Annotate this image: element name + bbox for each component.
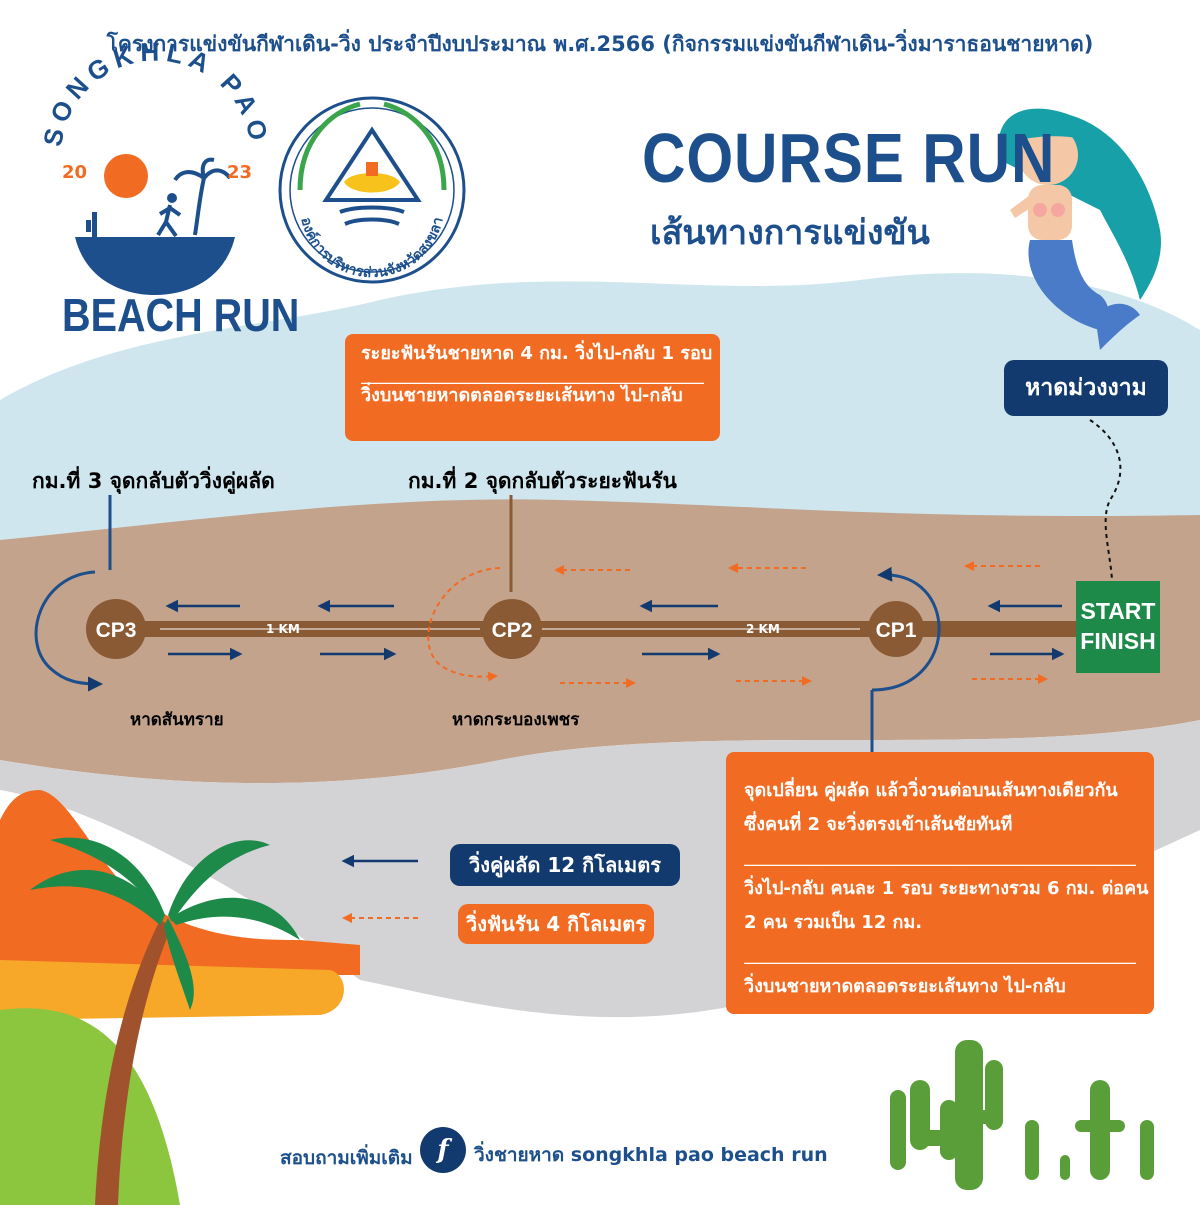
cp2-uturn [427,567,501,682]
relay-line-2: ซึ่งคนที่ 2 จะวิ่งตรงเข้าเส้นชัยทันที [744,814,1013,835]
fun-run-line-2: วิ่งบนชายหาดตลอดระยะเส้นทาง ไป-กลับ [361,385,683,406]
logo-year-left: 20 [62,162,88,183]
mermaid-icon [998,108,1161,350]
relay-line-5: วิ่งบนชายหาดตลอดระยะเส้นทาง ไป-กลับ [744,976,1066,997]
sand-band [0,499,1200,784]
checkpoint-cp1: CP1 [868,601,924,657]
relay-info-box: จุดเปลี่ยน คู่ผลัด แล้ววิ่งวนต่อบนเส้นทา… [726,752,1154,1014]
palm-trunk [95,920,172,1205]
fun-run-info-box: ระยะฟันรันชายหาด 4 กม. วิ่งไป-กลับ 1 รอบ… [345,334,720,441]
logo-year-right: 23 [227,162,253,183]
facebook-icon[interactable]: f [420,1127,466,1173]
turn-label-km2: กม.ที่ 2 จุดกลับตัวระยะฟันรัน [408,469,677,493]
logo-beach-run: BEACH RUN [62,289,300,341]
turn-label-km3: กม.ที่ 3 จุดกลับตัววิ่งคู่ผลัด [32,469,275,493]
event-logo-icon [75,154,235,295]
checkpoint-cp2: CP2 [482,599,542,659]
segment-label-2km: 2 KM [746,622,780,636]
direction-arrows [165,561,1065,688]
fun-run-line-1: ระยะฟันรันชายหาด 4 กม. วิ่งไป-กลับ 1 รอบ [361,343,713,364]
hill-yellow [0,960,344,1020]
mermaid-link [1089,419,1122,581]
relay-line-1: จุดเปลี่ยน คู่ผลัด แล้ววิ่งวนต่อบนเส้นทา… [744,780,1118,801]
svg-text:CP1: CP1 [876,619,917,642]
start-finish-sign: START FINISH [1076,581,1160,673]
fun-run-separator: ________________________________________… [361,366,704,384]
relay-separator-2: ________________________________________… [744,944,1136,965]
cactus-icon [890,1040,1154,1190]
svg-text:CP3: CP3 [96,619,137,642]
relay-line-4: 2 คน รวมเป็น 12 กม. [744,912,923,933]
legend-relay-12km: วิ่งคู่ผลัด 12 กิโลเมตร [450,844,680,886]
palm-leaves-icon [30,837,300,1010]
relay-separator-1: ________________________________________… [744,846,1136,867]
relay-line-3: วิ่งไป-กลับ คนละ 1 รอบ ระยะทางรวม 6 กม. … [744,878,1149,899]
facebook-page-link[interactable]: วิ่งชายหาด songkhla pao beach run [474,1144,828,1166]
start-label: START [1080,598,1156,624]
beach-label-santhrai: หาดสันทราย [130,710,224,730]
header-title: โครงการแข่งขันกีฬาเดิน-วิ่ง ประจำปีงบประ… [106,32,1094,56]
cp1-uturn [871,566,941,692]
hill-orange [0,790,360,975]
legend-fun-run-4km: วิ่งฟันรัน 4 กิโลเมตร [458,904,654,944]
course-run-title: COURSE RUN [642,119,1056,197]
org-seal-icon [278,96,466,284]
checkpoint-cp3: CP3 [86,599,146,659]
cp3-uturn [34,570,103,692]
beach-label-krabong-phet: หาดกระบองเพชร [452,710,580,730]
footer-contact-label: สอบถามเพิ่มเติม [280,1147,413,1169]
course-run-subtitle: เส้นทางการแข่งขัน [650,213,930,253]
segment-label-1km: 1 KM [266,622,300,636]
hill-green [0,1008,180,1205]
finish-label: FINISH [1080,628,1156,654]
location-badge-muang-ngam: หาดม่วงงาม [1004,360,1168,416]
svg-text:CP2: CP2 [492,619,533,642]
